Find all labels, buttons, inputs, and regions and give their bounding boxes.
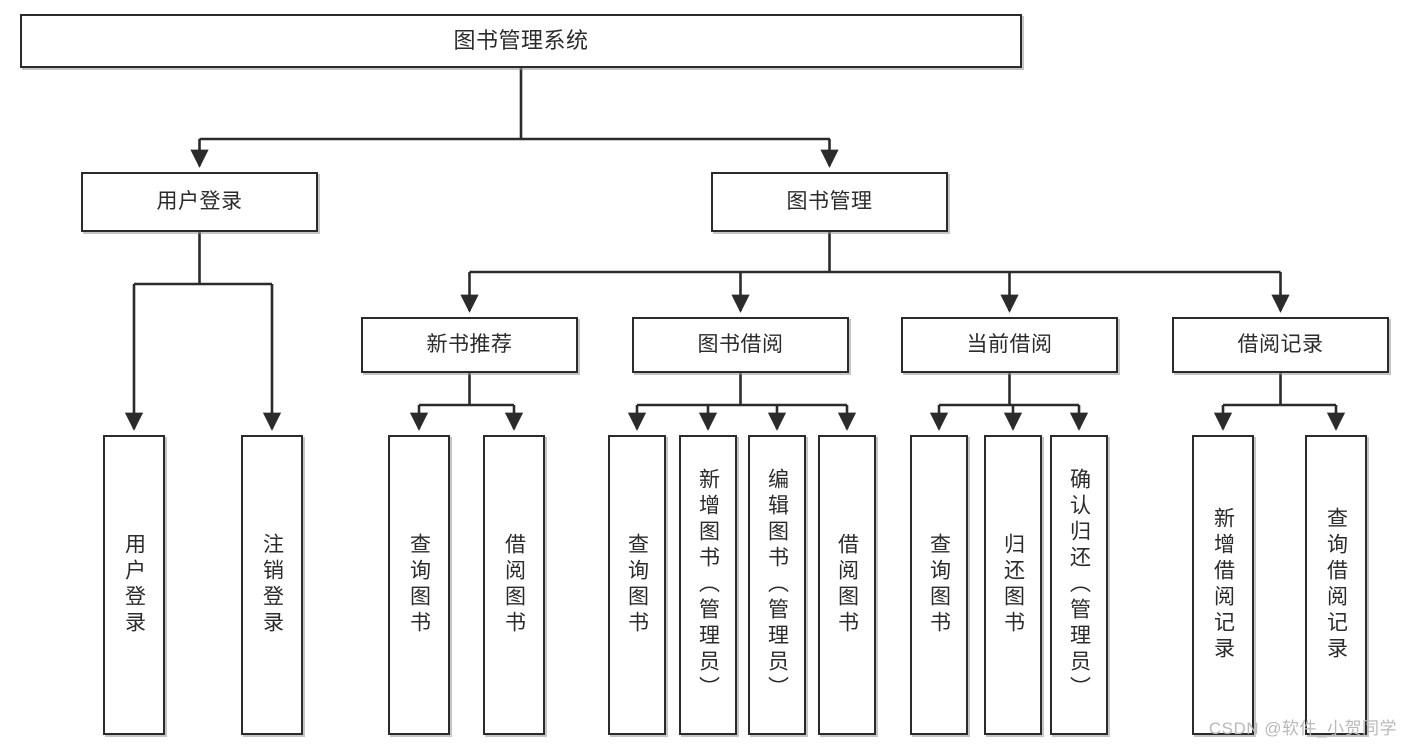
node-label: 借阅图书 (502, 533, 526, 637)
node-leaf-add-book[interactable]: 新增图书（管理员） (679, 435, 737, 735)
node-user-login[interactable]: 用户登录 (81, 172, 318, 232)
node-book-borrow[interactable]: 图书借阅 (632, 317, 849, 373)
node-label: 借阅记录 (1237, 332, 1324, 356)
node-label: 新增借阅记录 (1211, 507, 1235, 663)
node-leaf-borrow-book-2[interactable]: 借阅图书 (818, 435, 876, 735)
node-current-borrow[interactable]: 当前借阅 (901, 317, 1118, 373)
node-label: 归还图书 (1001, 533, 1025, 637)
node-label: 图书管理系统 (453, 28, 589, 54)
node-label: 注销登录 (260, 533, 284, 637)
node-label: 编辑图书（管理员） (765, 468, 789, 702)
node-label: 图书管理 (786, 189, 873, 213)
node-borrow-record[interactable]: 借阅记录 (1172, 317, 1389, 373)
node-label: 查询图书 (625, 533, 649, 637)
node-label: 新增图书（管理员） (696, 468, 720, 702)
node-label: 图书借阅 (697, 332, 784, 356)
node-label: 查询借阅记录 (1324, 507, 1348, 663)
node-leaf-edit-book[interactable]: 编辑图书（管理员） (748, 435, 806, 735)
node-leaf-logout[interactable]: 注销登录 (241, 435, 303, 735)
node-label: 新书推荐 (426, 332, 513, 356)
node-leaf-query-book-3[interactable]: 查询图书 (910, 435, 968, 735)
node-label: 查询图书 (407, 533, 431, 637)
node-label: 查询图书 (927, 533, 951, 637)
node-leaf-confirm-return[interactable]: 确认归还（管理员） (1050, 435, 1108, 735)
node-leaf-query-book-1[interactable]: 查询图书 (388, 435, 450, 735)
node-root-图书管理系统[interactable]: 图书管理系统 (20, 14, 1022, 68)
node-new-book-rec[interactable]: 新书推荐 (361, 317, 578, 373)
node-leaf-query-record[interactable]: 查询借阅记录 (1305, 435, 1367, 735)
node-label: 当前借阅 (966, 332, 1053, 356)
node-label: 用户登录 (122, 533, 146, 637)
node-leaf-borrow-book-1[interactable]: 借阅图书 (483, 435, 545, 735)
node-leaf-return-book[interactable]: 归还图书 (984, 435, 1042, 735)
csdn-watermark: CSDN @软件_小贺同学 (1208, 719, 1397, 738)
node-label: 用户登录 (156, 189, 243, 213)
node-leaf-user-login[interactable]: 用户登录 (103, 435, 165, 735)
node-leaf-add-record[interactable]: 新增借阅记录 (1192, 435, 1254, 735)
node-book-mgmt[interactable]: 图书管理 (711, 172, 948, 232)
node-label: 确认归还（管理员） (1067, 468, 1091, 702)
node-label: 借阅图书 (835, 533, 859, 637)
node-leaf-query-book-2[interactable]: 查询图书 (608, 435, 666, 735)
